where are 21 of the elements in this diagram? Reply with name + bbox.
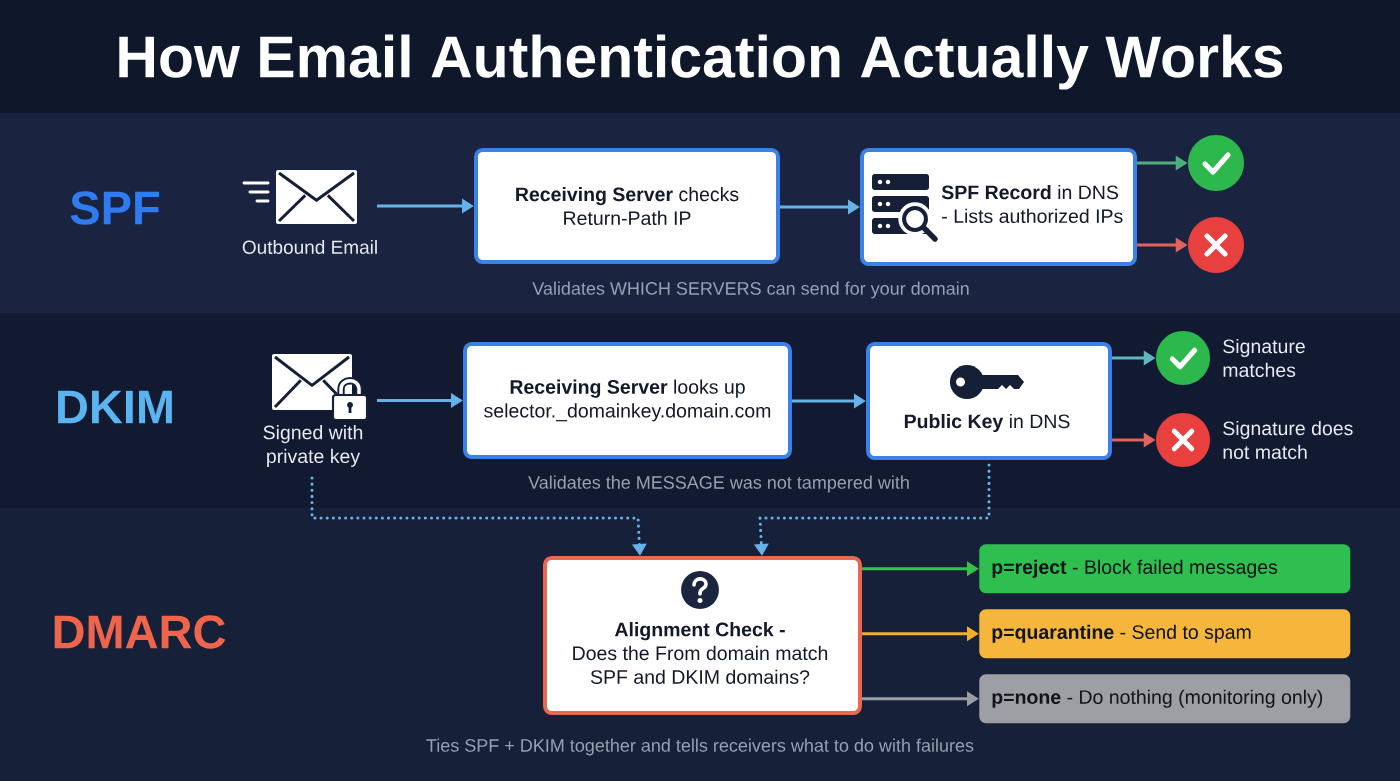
section-note: Validates WHICH SERVERS can send for your domain: [532, 281, 969, 299]
policy-box: p=quarantine - Send to spam: [979, 609, 1351, 659]
section-label: SPF: [70, 191, 159, 225]
check-icon: [1188, 135, 1244, 191]
process-box: Receiving Server looks up selector._domainkey.domain.com: [463, 342, 792, 459]
process-box: SPF Record in DNS - Lists authorized IPs: [860, 148, 1137, 266]
section-note: Ties SPF + DKIM together and tells receivers what to do with failures: [426, 738, 974, 756]
title: How Email Authentication Actually Works: [119, 34, 1283, 90]
policy-box: p=none - Do nothing (monitoring only): [979, 674, 1351, 724]
section-label: DMARC: [54, 615, 226, 649]
section-label: DKIM: [58, 390, 172, 424]
icon-label: Signed with private key: [263, 425, 363, 467]
icon-label: Outbound Email: [242, 240, 377, 254]
process-box: Alignment Check - Does the From domain match SPF and DKIM domains?: [543, 556, 862, 715]
process-box: Public Key in DNS: [866, 342, 1112, 460]
section-note: Validates the MESSAGE was not tampered with: [528, 475, 909, 493]
status-label: Signature does not match: [1223, 420, 1353, 460]
status-label: Signature matches: [1223, 338, 1305, 378]
cross-icon: [1188, 217, 1244, 273]
policy-box: p=reject - Block failed messages: [979, 544, 1351, 594]
process-box: Receiving Server checks Return-Path IP: [474, 148, 780, 264]
